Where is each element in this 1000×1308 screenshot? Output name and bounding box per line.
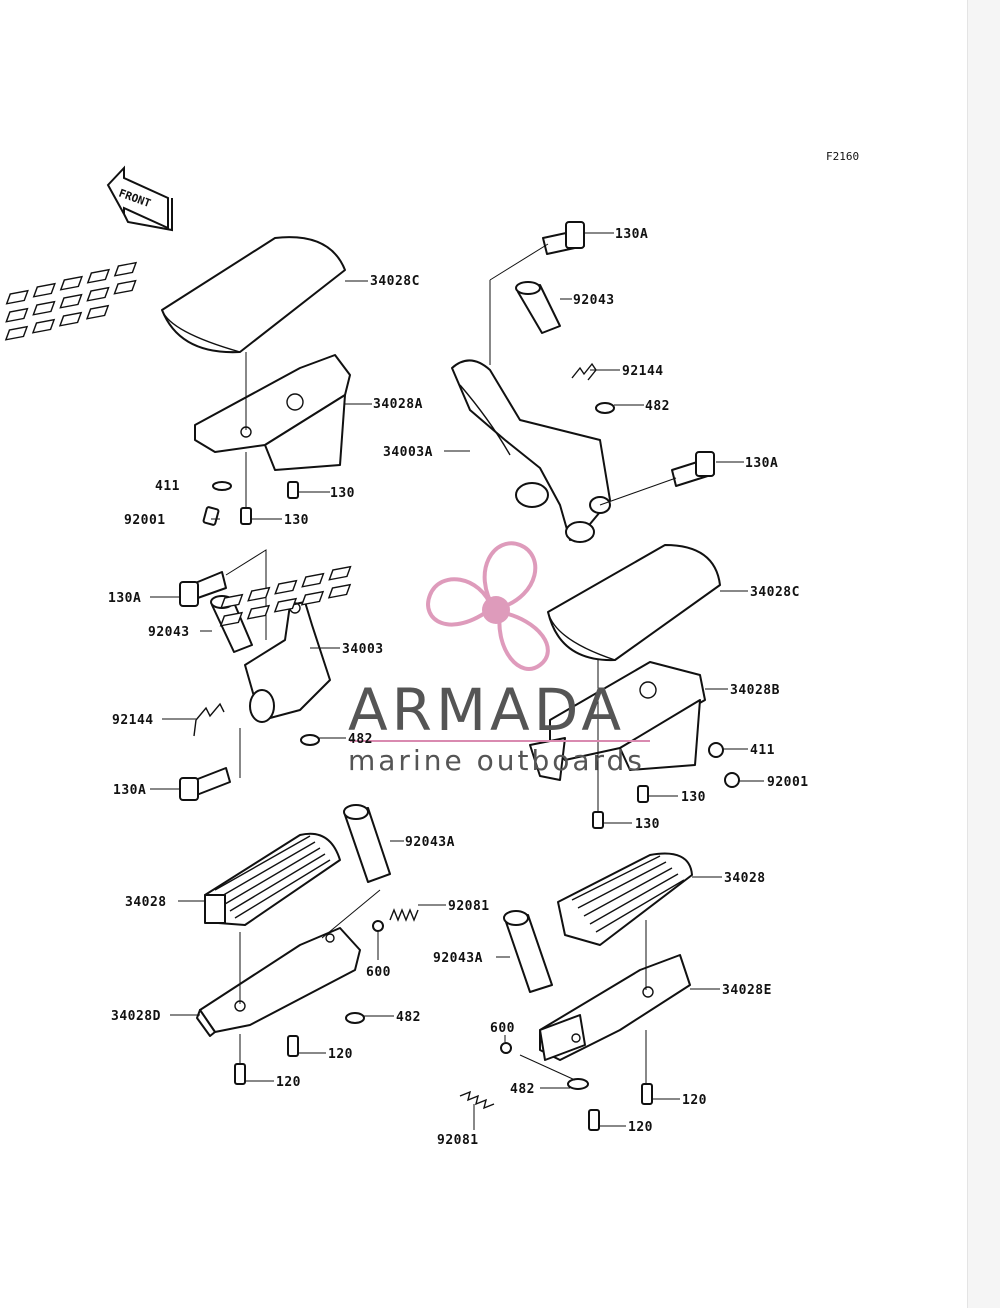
label-482-top: 482 [645,399,670,414]
label-120-a: 120 [328,1047,353,1062]
washer-411-left [212,481,232,491]
footpeg-bracket-34028B [529,661,706,781]
label-120-d: 120 [628,1120,653,1135]
label-34028A: 34028A [373,397,423,412]
label-130A-mid-lower: 130A [113,783,146,798]
spring-92144-top [571,362,597,381]
pin-482-bottom-right [567,1078,589,1090]
label-92043-mid: 92043 [148,625,190,640]
label-130A-top: 130A [615,227,648,242]
pin-482-top [595,402,615,414]
pin-482-bottom-left [345,1012,365,1024]
bolt-120-d [588,1109,600,1131]
bolt-120-c [641,1083,653,1105]
label-92043A-right: 92043A [433,951,483,966]
nut-92001-right [724,772,740,788]
label-130-c: 130 [681,790,706,805]
label-600-right: 600 [490,1021,515,1036]
bolt-130-c [637,785,649,803]
label-600-left: 600 [366,965,391,980]
label-92043-top: 92043 [573,293,615,308]
front-arrow-icon: FRONT [106,165,173,232]
right-edge-strip [967,0,1000,1308]
watermark-brand: ARMADA [348,676,625,744]
footpeg-bracket-34028E [539,954,691,1061]
bracket-34003 [244,601,331,723]
collar-92043A-left [343,804,391,883]
bolt-92001-left [202,506,220,526]
label-92081-right: 92081 [437,1133,479,1148]
label-130A-mid-upper: 130A [108,591,141,606]
label-34028E: 34028E [722,983,772,998]
watermark-tagline: marine outboards [348,744,645,777]
collar-92043A-right [503,910,553,993]
label-34028-right: 34028 [724,871,766,886]
bolt-130A-mid-upper [179,571,227,607]
label-92144-top: 92144 [622,364,664,379]
footpeg-rubber-34028C-left [4,236,346,354]
bolt-130A-top [542,221,585,255]
label-482-mid: 482 [348,732,373,747]
bolt-120-b [234,1063,246,1085]
label-92043A-left: 92043A [405,835,455,850]
label-130A-right: 130A [745,456,778,471]
ball-600-left [372,920,384,932]
label-34028-left: 34028 [125,895,167,910]
label-92144-mid: 92144 [112,713,154,728]
label-34028C-left: 34028C [370,274,420,289]
bolt-130A-right [671,451,715,487]
spring-92144-mid [193,702,225,737]
label-34028D: 34028D [111,1009,161,1024]
label-411-right: 411 [750,743,775,758]
spring-92081-right [459,1090,495,1110]
collar-92043-top [515,281,561,334]
footpeg-rubber-34028-right [557,852,693,946]
label-92001-right: 92001 [767,775,809,790]
washer-411-right [708,742,724,758]
label-482-bottom-left: 482 [396,1010,421,1025]
watermark-logo-icon [426,541,550,671]
bolt-120-a [287,1035,299,1057]
watermark-rule [350,740,650,742]
bolt-130-d [592,811,604,829]
bolt-130-a [287,481,299,499]
label-130-d: 130 [635,817,660,832]
label-130-a: 130 [330,486,355,501]
label-482-bottom-right: 482 [510,1082,535,1097]
footpeg-bracket-34028D [196,927,361,1037]
label-92081-left: 92081 [448,899,490,914]
label-34028C-right: 34028C [750,585,800,600]
label-411-left: 411 [155,479,180,494]
label-92001-left: 92001 [124,513,166,528]
figure-id: F2160 [826,150,859,163]
ball-600-right [500,1042,512,1054]
label-34028B: 34028B [730,683,780,698]
spring-92081-left [389,908,419,922]
pin-482-mid [300,734,320,746]
label-120-c: 120 [682,1093,707,1108]
bolt-130-b [240,507,252,525]
label-130-b: 130 [284,513,309,528]
footpeg-rubber-34028C-right [219,544,721,662]
label-120-b: 120 [276,1075,301,1090]
label-34003: 34003 [342,642,384,657]
label-34003A: 34003A [383,445,433,460]
footpeg-rubber-34028-left [204,832,341,926]
footpeg-bracket-34028A [194,354,351,471]
bracket-34003A [451,359,611,543]
bolt-130A-mid-lower [179,767,231,801]
